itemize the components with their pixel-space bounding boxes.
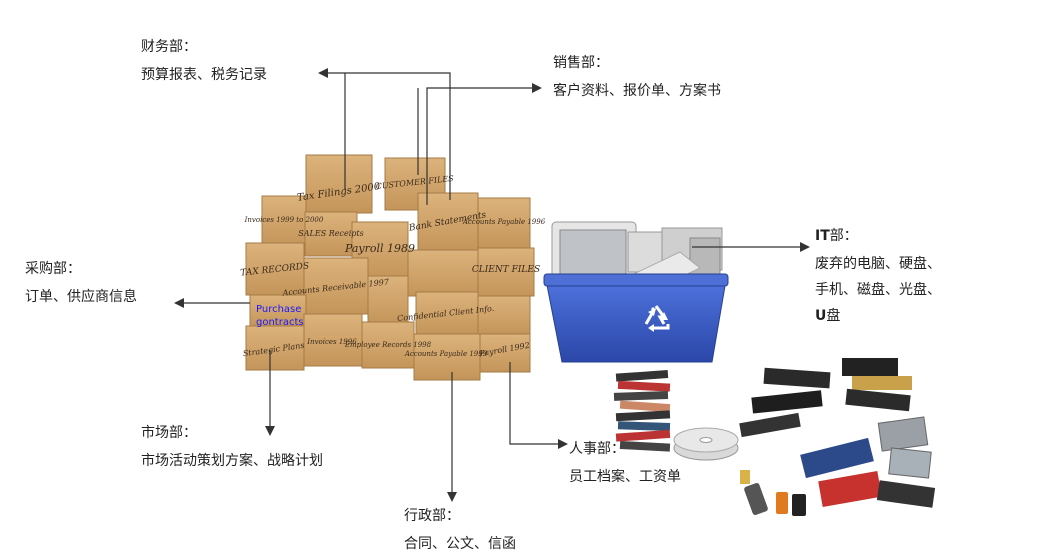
it-line-3-rest: 盘 bbox=[826, 308, 841, 324]
it-title-bold: IT bbox=[815, 228, 830, 244]
marketing-title: 市场部： bbox=[141, 425, 197, 441]
procurement-desc: 订单、供应商信息 bbox=[25, 289, 137, 305]
label-marketing: 市场部： 市场活动策划方案、战略计划 bbox=[141, 424, 323, 470]
box-label-purchase: Purchase bbox=[256, 304, 301, 315]
sales-desc: 客户资料、报价单、方案书 bbox=[553, 83, 721, 99]
it-line-1: 废弃的电脑、硬盘、 bbox=[815, 256, 941, 272]
box-label-client-files: CLIENT FILES bbox=[472, 265, 540, 275]
label-admin: 行政部： 合同、公文、信函 bbox=[404, 507, 516, 553]
sales-title: 销售部： bbox=[553, 55, 609, 71]
it-title-rest: 部： bbox=[829, 228, 858, 244]
label-finance: 财务部： 预算报表、税务记录 bbox=[141, 38, 267, 84]
label-sales: 销售部： 客户资料、报价单、方案书 bbox=[553, 54, 721, 100]
arrow-sales bbox=[426, 83, 542, 205]
hr-desc: 员工档案、工资单 bbox=[569, 469, 681, 485]
cardboard-boxes-image bbox=[245, 154, 535, 381]
marketing-desc: 市场活动策划方案、战略计划 bbox=[141, 453, 323, 469]
recycle-bin-image bbox=[543, 221, 729, 363]
it-title: IT部： bbox=[815, 227, 941, 245]
procurement-title: 采购部： bbox=[25, 261, 81, 277]
box-label-invoices-1996: Invoices 1996 bbox=[306, 338, 357, 346]
hr-title: 人事部： bbox=[569, 441, 625, 457]
connector-arrows bbox=[174, 68, 810, 502]
box-label-accounts-payable-1996: Accounts Payable 1996 bbox=[462, 218, 546, 226]
label-it: IT部： 废弃的电脑、硬盘、 手机、磁盘、光盘、 U盘 bbox=[815, 227, 941, 333]
box-label-employee-records: Employee Records 1998 bbox=[344, 341, 432, 349]
admin-desc: 合同、公文、信函 bbox=[404, 536, 516, 552]
box-label-accounts-payable-1999: Accounts Payable 1999 bbox=[404, 350, 488, 358]
arrow-hr bbox=[509, 362, 568, 449]
finance-desc: 预算报表、税务记录 bbox=[141, 67, 267, 83]
it-line-3: U盘 bbox=[815, 307, 941, 325]
label-hr: 人事部： 员工档案、工资单 bbox=[569, 440, 681, 486]
storage-media-image bbox=[613, 358, 936, 516]
it-line-3-bold: U bbox=[815, 308, 827, 324]
it-line-2: 手机、磁盘、光盘、 bbox=[815, 282, 941, 298]
label-procurement: 采购部： 订单、供应商信息 bbox=[25, 260, 137, 306]
box-label-payroll-1989: Payroll 1989 bbox=[344, 242, 415, 255]
admin-title: 行政部： bbox=[404, 508, 460, 524]
box-label-invoices-top: Invoices 1999 to 2000 bbox=[244, 216, 324, 224]
box-label-contracts: gontracts bbox=[256, 317, 304, 328]
finance-title: 财务部： bbox=[141, 39, 197, 55]
arrow-finance-branch bbox=[345, 72, 451, 200]
recycle-icon bbox=[644, 305, 670, 332]
box-label-sales-receipts: SALES Receipts bbox=[298, 229, 363, 238]
